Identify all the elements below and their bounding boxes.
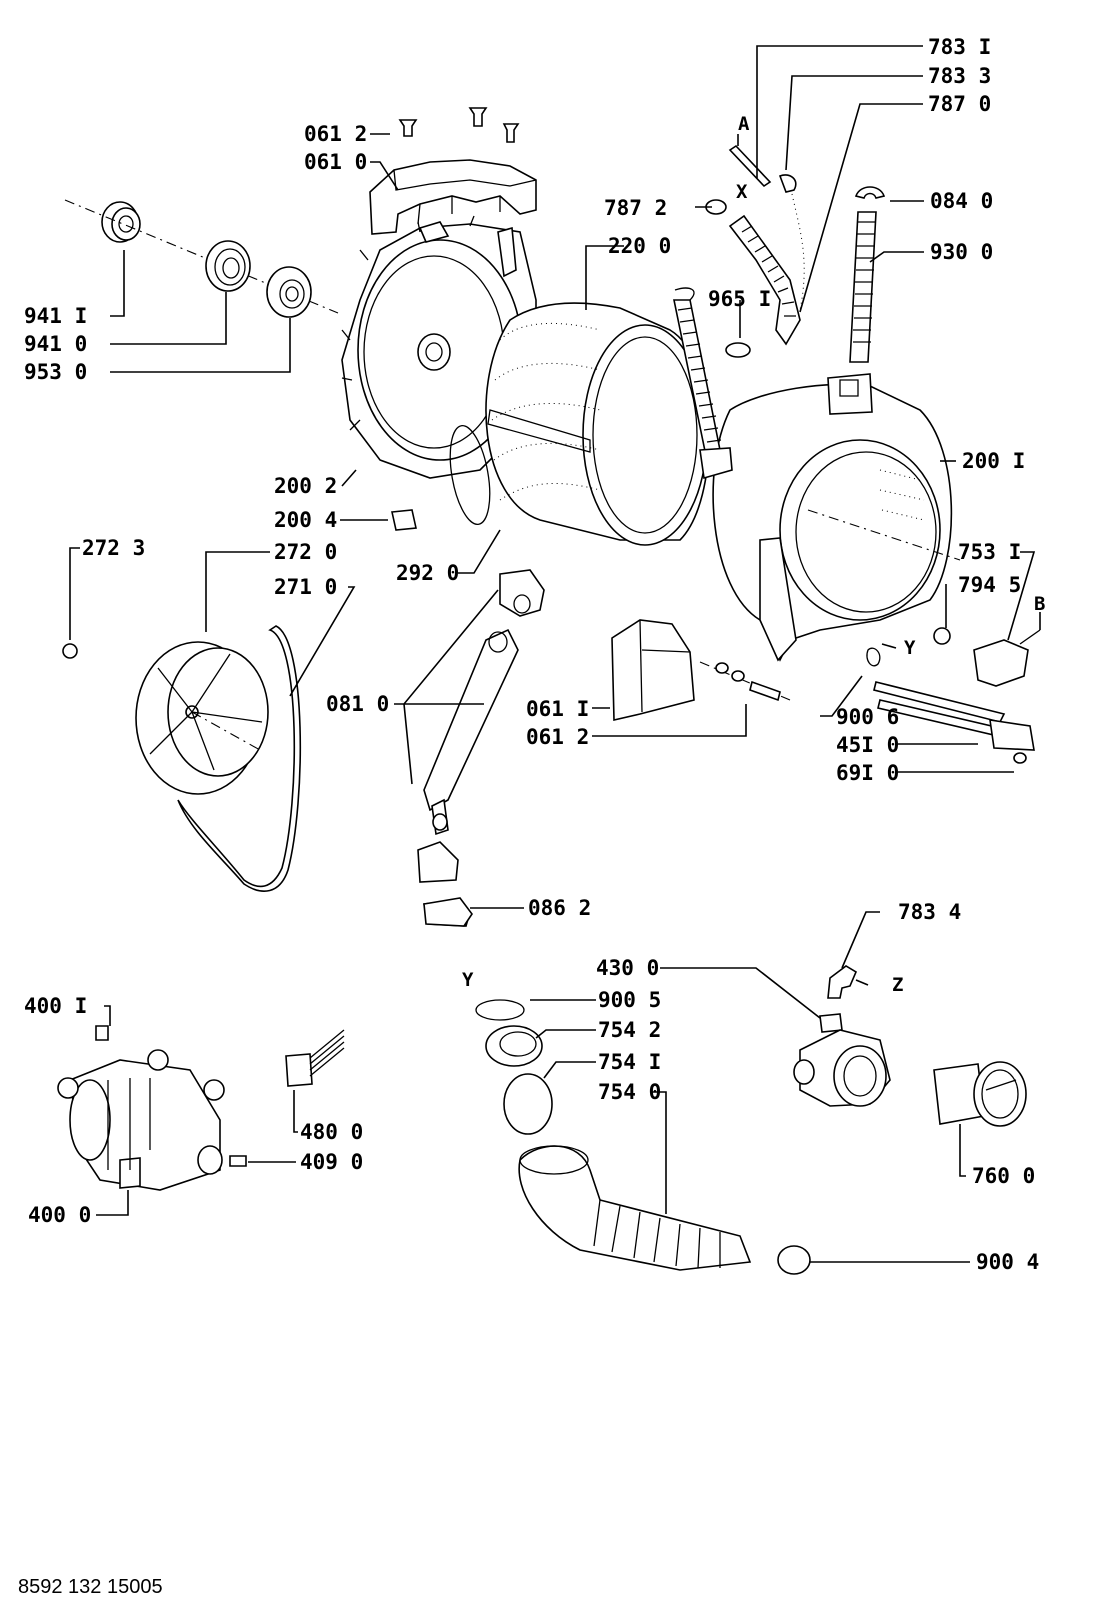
label-200-4: 200 4: [274, 508, 337, 532]
label-409-0: 409 0: [300, 1150, 363, 1174]
label-760-0: 760 0: [972, 1164, 1035, 1188]
label-941-0: 941 0: [24, 332, 87, 356]
label-754-0: 754 0: [598, 1080, 661, 1104]
bearing-941-1: [101, 201, 141, 243]
plug-965-1: [725, 342, 751, 358]
bushing-794-5: [933, 627, 951, 645]
heater-451-0: [866, 647, 1035, 764]
pulley-272-0: [135, 641, 269, 795]
letter-A: A: [738, 113, 750, 135]
label-794-5: 794 5: [958, 573, 1021, 597]
letter-B: B: [1034, 593, 1045, 615]
label-061-2-top: 061 2: [304, 122, 367, 146]
leader-lines: [69, 45, 1041, 1263]
label-061-1: 061 I: [526, 697, 589, 721]
label-783-3: 783 3: [928, 64, 991, 88]
elbow-783-4: [827, 965, 858, 999]
label-271-0: 271 0: [274, 575, 337, 599]
bracket-061-1: [611, 619, 791, 722]
document-code: 8592 132 15005: [18, 1576, 163, 1598]
label-272-0: 272 0: [274, 540, 337, 564]
label-451-0: 45I 0: [836, 733, 899, 757]
letter-Y-lower: Y: [462, 969, 474, 991]
label-900-4: 900 4: [976, 1250, 1039, 1274]
clamp-900-4: [777, 1245, 811, 1275]
front-tub-200-1: [712, 373, 961, 662]
label-787-0: 787 0: [928, 92, 991, 116]
spring-left: [673, 287, 733, 480]
label-061-0: 061 0: [304, 150, 367, 174]
label-787-2: 787 2: [604, 196, 667, 220]
bracket-086-2: [423, 897, 473, 927]
bracket-061-0: [369, 159, 537, 235]
letter-X: X: [736, 181, 748, 203]
label-953-0: 953 0: [24, 360, 87, 384]
connector-480-0: [285, 1029, 345, 1087]
bearing-953-0: [266, 266, 312, 318]
label-754-1: 754 I: [598, 1050, 661, 1074]
letter-Z: Z: [892, 974, 903, 996]
label-200-1: 200 I: [962, 449, 1025, 473]
label-783-1: 783 I: [928, 35, 991, 59]
label-200-2: 200 2: [274, 474, 337, 498]
label-691-0: 69I 0: [836, 761, 899, 785]
label-941-1: 941 I: [24, 304, 87, 328]
spring-930-0: [849, 211, 877, 363]
part-200-4: [391, 509, 417, 531]
label-900-5: 900 5: [598, 988, 661, 1012]
sump-754: [475, 999, 752, 1271]
label-081-0: 081 0: [326, 692, 389, 716]
bearing-941-0: [205, 240, 251, 292]
label-753-1: 753 I: [958, 540, 1021, 564]
label-400-0: 400 0: [28, 1203, 91, 1227]
sensor-753-1: [973, 629, 1041, 687]
pump-430-0: [793, 1013, 891, 1107]
belt-271-0: [177, 625, 302, 892]
hook-084-0: [854, 186, 886, 199]
label-220-0: 220 0: [608, 234, 671, 258]
drum-220-0: [485, 302, 710, 546]
label-930-0: 930 0: [930, 240, 993, 264]
label-430-0: 430 0: [596, 956, 659, 980]
label-783-4: 783 4: [898, 900, 961, 924]
label-084-0: 084 0: [930, 189, 993, 213]
label-754-2: 754 2: [598, 1018, 661, 1042]
label-061-2-bottom: 061 2: [526, 725, 589, 749]
seal-ring-292-0: [449, 425, 491, 525]
label-900-6: 900 6: [836, 705, 899, 729]
label-272-3: 272 3: [82, 536, 145, 560]
nut-272-3: [62, 643, 78, 659]
filter-760-0: [933, 1061, 1027, 1127]
clip-061-2: [398, 107, 520, 143]
label-480-0: 480 0: [300, 1120, 363, 1144]
motor-400-0: [57, 1025, 225, 1191]
brush-409-0: [229, 1155, 247, 1167]
hose-787-0: [705, 144, 805, 346]
label-400-1: 400 I: [24, 994, 87, 1018]
label-965-1: 965 I: [708, 287, 771, 311]
letter-Y-upper: Y: [904, 637, 916, 659]
label-086-2: 086 2: [528, 896, 591, 920]
label-292-0: 292 0: [396, 561, 459, 585]
